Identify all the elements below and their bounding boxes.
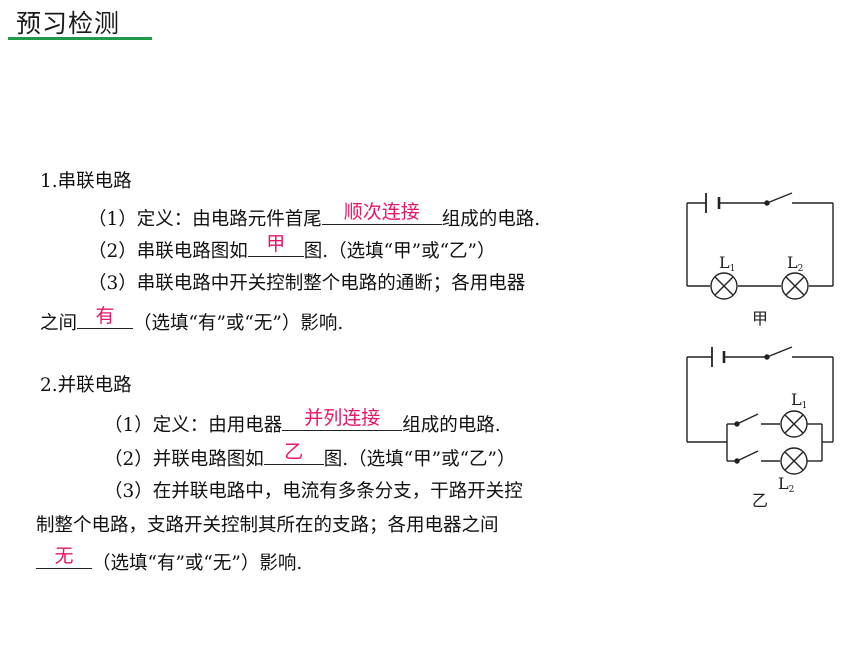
answer-blank-series-diagram: 甲 — [247, 233, 304, 257]
svg-text:L2: L2 — [778, 474, 794, 495]
answer-parallel-diagram: 乙 — [284, 441, 304, 463]
answer-parallel-definition: 并列连接 — [304, 407, 381, 429]
parallel-circuit-labels: L1 L2 乙 — [752, 390, 807, 510]
parallel-switch-line: 制整个电路，支路开关控制其所在的支路；各用电器之间 — [36, 515, 499, 536]
answer-blank-series-influence: 有 — [77, 305, 134, 329]
series-influence-line: 之间有（选填“有”或“无”）影响. — [40, 305, 344, 334]
caption-yi: 乙 — [752, 491, 768, 510]
answer-series-influence: 有 — [95, 305, 115, 327]
parallel-current-line: （3）在并联电路中，电流有多条分支，干路开关控 — [104, 481, 523, 502]
series-definition-line: （1）定义：由电路元件首尾顺次连接组成的电路. — [88, 201, 541, 230]
caption-jia: 甲 — [752, 309, 768, 328]
series-circuit-labels: L1 L2 甲 — [719, 253, 803, 328]
series-diagram-line: （2）串联电路图如甲图.（选填“甲”或“乙”） — [88, 233, 496, 262]
answer-series-diagram: 甲 — [266, 233, 286, 255]
series-circuit-diagram — [686, 192, 834, 300]
answer-blank-parallel-definition: 并列连接 — [282, 407, 403, 431]
parallel-definition-line: （1）定义：由用电器并列连接组成的电路. — [104, 407, 501, 436]
svg-text:L1: L1 — [719, 253, 735, 274]
lamp-l2-icon — [781, 272, 809, 300]
parallel-diagram-line: （2）并联电路图如乙图.（选填“甲”或“乙”） — [104, 441, 516, 470]
answer-blank-parallel-influence: 无 — [36, 545, 92, 569]
parallel-circuit-diagram — [686, 346, 834, 475]
answer-blank-series-definition: 顺次连接 — [321, 201, 442, 225]
lamp-l1-icon — [710, 272, 738, 300]
answer-series-definition: 顺次连接 — [343, 201, 420, 223]
page-title: 预习检测 — [16, 9, 121, 38]
series-heading: 1.串联电路 — [40, 171, 132, 192]
svg-text:L2: L2 — [787, 253, 803, 274]
title-underline — [8, 37, 152, 40]
series-switch-line: （3）串联电路中开关控制整个电路的通断；各用电器 — [88, 273, 526, 294]
svg-text:L1: L1 — [791, 390, 807, 411]
answer-parallel-influence: 无 — [54, 545, 74, 567]
switch-blade — [766, 192, 793, 204]
parallel-influence-line: 无（选填“有”或“无”）影响. — [36, 545, 302, 576]
parallel-heading: 2.并联电路 — [40, 375, 132, 396]
answer-blank-parallel-diagram: 乙 — [263, 441, 324, 465]
